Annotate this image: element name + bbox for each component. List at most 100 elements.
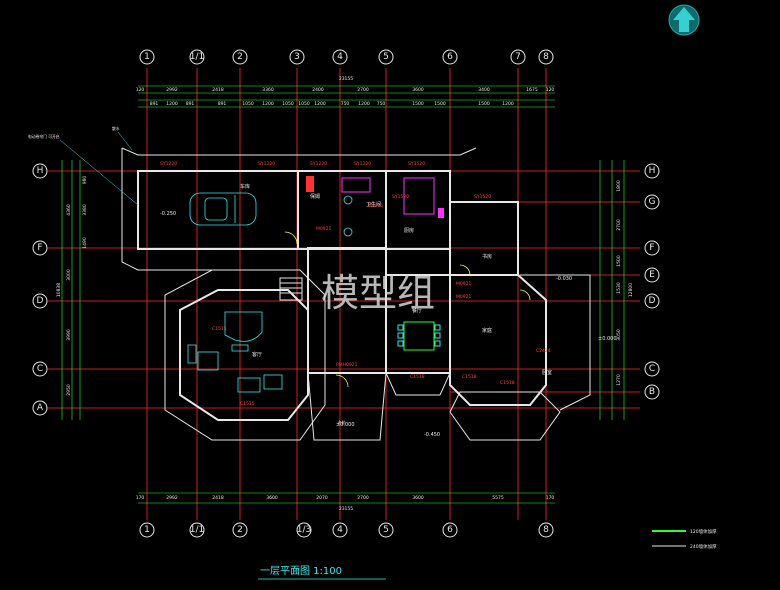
svg-text:1: 1 (144, 52, 150, 62)
svg-text:A: A (37, 403, 44, 413)
window-tag: M0921 (456, 294, 471, 300)
svg-text:1/1: 1/1 (190, 525, 204, 535)
dimension-label: 1200 (358, 101, 370, 107)
window-tag: SY1220 (310, 161, 327, 167)
toilet-icon (343, 227, 353, 237)
fixtures (187, 176, 444, 393)
axis-labels-right: H G F E D C B (644, 163, 660, 400)
dimension-label: 1200 (262, 101, 274, 107)
window-tag: SY3520 (408, 161, 425, 167)
dimension-label: 891 (150, 101, 159, 107)
room-label-toilet: 卫生间 (366, 201, 381, 208)
svg-text:7: 7 (515, 52, 521, 62)
window-tag: M0921 (456, 281, 471, 287)
dimension-label: 10838 (56, 283, 62, 297)
elevation-label: -0.030 (556, 276, 572, 282)
kitchen-counter-icon (403, 177, 435, 215)
dimension-label: 1270 (616, 374, 622, 386)
room-label-bedroom: 卧室 (542, 369, 552, 376)
window-tag: PMH0921 (336, 362, 358, 368)
dimension-label: 980 (82, 176, 88, 185)
svg-text:B: B (649, 387, 655, 397)
dimension-label: 1050 (242, 101, 254, 107)
axis-bubble: 1/1 (189, 522, 205, 538)
legend-label: 120墙体加厚 (690, 528, 717, 535)
svg-text:6: 6 (447, 525, 453, 535)
axis-bubble: 1/3 (296, 522, 312, 538)
svg-text:5: 5 (383, 525, 389, 535)
svg-text:1: 1 (144, 525, 150, 535)
svg-text:D: D (649, 296, 656, 306)
dimension-label: 1490 (82, 237, 88, 249)
dimension-label: 750 (377, 101, 386, 107)
annotation-notes: 电动卷帘门 可开启 散水 台阶 (28, 126, 346, 425)
overall-dimension-bottom: 23155 (339, 506, 353, 512)
svg-text:F: F (649, 243, 654, 253)
dimension-label: 1675 (526, 87, 538, 93)
dimension-label: 1050 (298, 101, 310, 107)
axis-bubble: 4 (332, 49, 348, 65)
dimension-label: 170 (546, 495, 555, 501)
axis-labels-bottom: 1 1/1 2 1/3 4 5 6 8 (139, 522, 554, 538)
svg-text:4: 4 (337, 525, 343, 535)
window-tag: C1518 (462, 374, 477, 380)
top-dimensions-row2: 891 1200 891 891 1050 1200 1050 1050 120… (150, 101, 514, 107)
axis-labels-left: H F D C A (32, 163, 48, 416)
room-label-kitchen: 厨房 (404, 227, 414, 234)
door-swing-icon (335, 374, 349, 388)
left-dimensions: 10838 4360 3000 3990 2950 980 3380 1490 (56, 176, 88, 396)
dimension-label: 2950 (66, 384, 72, 396)
dimension-label: 4360 (66, 204, 72, 216)
room-label-living: 客厅 (252, 351, 262, 358)
heater-icon (306, 176, 314, 192)
svg-text:8: 8 (543, 525, 549, 535)
dimension-label: 3360 (262, 87, 274, 93)
axis-bubble: 4 (332, 522, 348, 538)
window-tag: C1515 (212, 326, 227, 332)
window-tag: C1515 (240, 401, 255, 407)
window-tag: SY1220 (160, 161, 177, 167)
appliance-icon (438, 208, 444, 218)
svg-text:5: 5 (383, 52, 389, 62)
sofa-icon (237, 377, 261, 393)
svg-text:1/1: 1/1 (190, 52, 204, 62)
dimension-label: 1200 (314, 101, 326, 107)
window-tag: C1518 (500, 380, 515, 386)
dimension-label: 3050 (616, 329, 622, 341)
room-label-family: 家庭 (482, 327, 492, 334)
dimension-label: 120 (546, 87, 555, 93)
dimension-label: 2700 (357, 495, 369, 501)
tv-cabinet-icon (187, 344, 197, 364)
armchair-icon (263, 374, 283, 390)
dimension-label: 1050 (282, 101, 294, 107)
dimension-label: 1530 (616, 282, 622, 294)
bottom-dimensions: 170 2992 2418 3600 2070 2700 3600 5575 1… (136, 495, 555, 501)
window-tag: M0921 (316, 226, 331, 232)
sofa-icon (197, 351, 219, 371)
dimension-label: 1800 (616, 180, 622, 192)
room-label-garage: 车库 (240, 183, 250, 190)
dimension-label: 2418 (212, 87, 224, 93)
window-tag: SY1520 (392, 194, 409, 200)
dimension-label: 3600 (266, 495, 278, 501)
bathtub-icon (341, 177, 371, 193)
dimension-label: 2070 (316, 495, 328, 501)
door-swing-icon (519, 289, 531, 301)
elevation-label: ±0.000 (598, 336, 617, 342)
axis-bubble: B (644, 384, 660, 400)
dimension-label: 2700 (357, 87, 369, 93)
doors (284, 231, 531, 388)
svg-text:1/3: 1/3 (297, 525, 311, 535)
dimension-label: 12800 (628, 283, 634, 297)
dimension-label: 2992 (166, 87, 178, 93)
svg-text:F: F (37, 243, 42, 253)
overall-dimension-top: 23155 (339, 76, 353, 82)
axis-bubble: E (644, 267, 660, 283)
svg-text:C: C (37, 364, 43, 374)
elevation-label: ±0.000 (336, 422, 355, 428)
window-tag: SY1220 (258, 161, 275, 167)
elevation-label: -0.250 (160, 211, 176, 217)
watermark-text: 模型组 (321, 271, 435, 315)
dimension-label: 2700 (616, 219, 622, 231)
